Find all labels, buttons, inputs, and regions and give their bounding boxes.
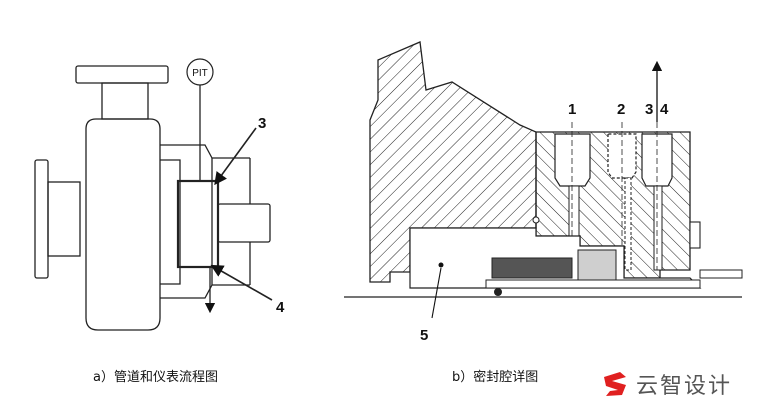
pump-casing <box>85 118 161 331</box>
pit-label: PIT <box>192 68 208 79</box>
port-3-4-passage <box>653 185 663 271</box>
seal-housing <box>160 144 250 299</box>
diagram-a-pump <box>34 65 273 331</box>
callout-b-3: 3 <box>645 101 653 118</box>
callout-a-3: 3 <box>258 115 266 132</box>
o-ring <box>494 288 502 296</box>
leader-4 <box>210 264 273 301</box>
diagram-b-section <box>344 41 743 319</box>
callout-b-1: 1 <box>568 101 576 118</box>
pit-bubble <box>186 58 214 86</box>
discharge-neck <box>101 82 149 120</box>
discharge-flange <box>75 65 169 84</box>
small-o-ring <box>532 216 540 224</box>
caption-b: b）密封腔详图 <box>452 370 539 385</box>
port-2-passage <box>624 177 632 271</box>
port-1-passage <box>568 185 580 239</box>
watermark-logo: 云智设计 <box>600 368 732 400</box>
leader-3 <box>214 127 257 186</box>
pit-instrument: PIT <box>186 58 214 86</box>
caption-a: a）管道和仪表流程图 <box>93 370 218 385</box>
pump-shaft <box>217 203 271 243</box>
seal-stationary-face <box>577 249 617 281</box>
leader-5 <box>431 267 442 319</box>
logo-mark-icon <box>604 372 626 396</box>
suction-neck <box>47 181 81 257</box>
seal-chamber <box>176 179 220 269</box>
logo-text: 云智设计 <box>636 374 733 399</box>
callout-b-4: 4 <box>660 101 669 118</box>
gland-tab <box>689 221 701 249</box>
shaft-sleeve <box>485 279 701 289</box>
port-1 <box>554 133 591 187</box>
suction-flange <box>34 159 49 279</box>
callout-b-5: 5 <box>420 327 428 344</box>
port-2 <box>607 133 637 179</box>
chamber-dot <box>438 262 444 268</box>
callout-b-2: 2 <box>617 101 625 118</box>
seal-rotating-face <box>491 257 573 279</box>
callout-a-4: 4 <box>276 299 285 316</box>
